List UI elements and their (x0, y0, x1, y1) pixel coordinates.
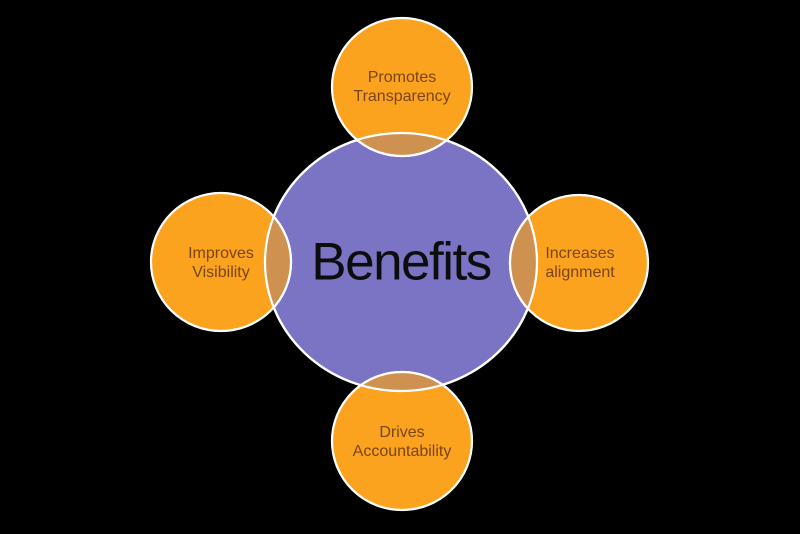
overlap-lens-left (265, 191, 293, 333)
overlap-lenses (265, 133, 537, 391)
satellite-circle-bottom (330, 370, 474, 512)
overlap-lens-top (330, 133, 474, 158)
overlap-lens-right (508, 193, 537, 333)
center-circle-outline (263, 131, 539, 393)
center-circle (263, 131, 539, 393)
overlap-lens-bottom (330, 370, 474, 391)
